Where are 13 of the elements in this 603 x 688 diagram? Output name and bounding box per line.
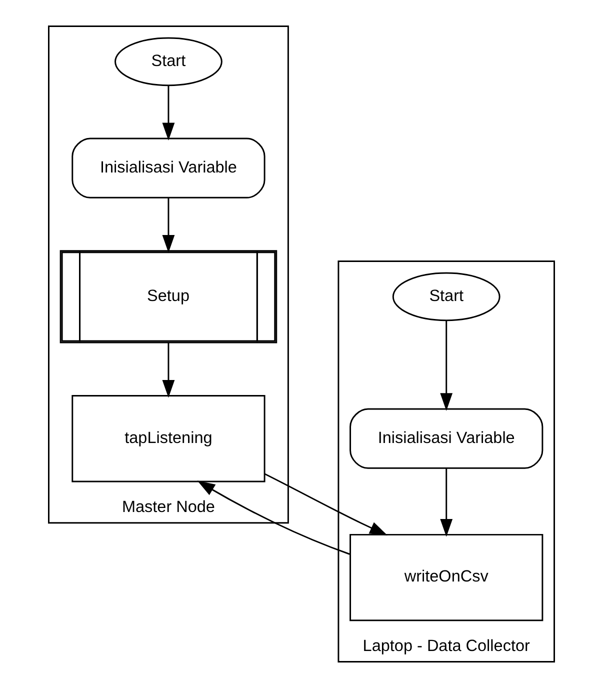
- node-box: Inisialisasi Variable: [350, 408, 544, 469]
- arrow: [162, 342, 175, 398]
- node-box: writeOnCsv: [350, 534, 544, 622]
- arrow: [440, 320, 453, 411]
- arrow: [264, 473, 388, 536]
- node-box: Inisialisasi Variable: [72, 138, 266, 198]
- node-ellipse: Start: [392, 272, 500, 322]
- arrow: [162, 198, 175, 253]
- arrow: [197, 480, 350, 555]
- arrow: [162, 86, 175, 141]
- arrow: [440, 468, 453, 537]
- node-box: tapListening: [72, 395, 266, 482]
- node-ellipse: Start: [114, 37, 222, 86]
